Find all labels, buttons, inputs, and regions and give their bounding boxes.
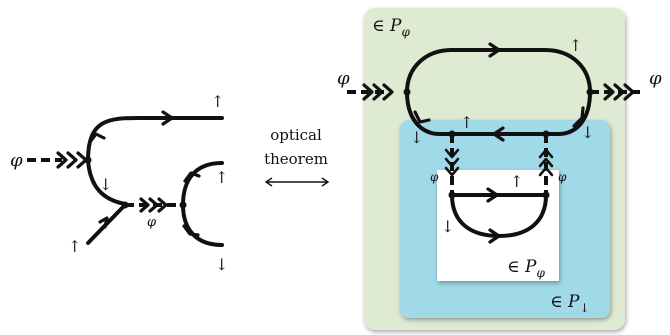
left-prop-chevron-3 bbox=[157, 197, 168, 213]
double-arrow-right-head bbox=[321, 177, 330, 187]
right-bottom-arrow-left bbox=[413, 110, 431, 124]
right-phi-out-chevron-3 bbox=[623, 83, 635, 101]
inner-box-label: ∈ Pφ bbox=[507, 257, 545, 280]
right-vprop-left-chevron-1 bbox=[444, 148, 460, 159]
left-arc-arrow-1 bbox=[183, 171, 201, 183]
right-bottom-arrow-mid bbox=[492, 126, 505, 142]
left-down-spin-1: ↓ bbox=[99, 175, 112, 194]
right-vprop-left-label: φ bbox=[430, 170, 439, 184]
left-arc-arrow-2 bbox=[182, 224, 200, 237]
theorem-text: theorem bbox=[264, 150, 328, 168]
right-top-up-spin: ↑ bbox=[569, 36, 582, 55]
right-vprop-left-chevron-2 bbox=[444, 157, 460, 168]
right-vprop-right-chevron-3 bbox=[538, 166, 554, 177]
right-phi-in-chevron-1 bbox=[362, 83, 374, 101]
left-upper-fermion-line bbox=[86, 116, 224, 162]
right-phi-in-label: φ bbox=[337, 68, 350, 89]
right-vprop-right-label: φ bbox=[558, 170, 567, 184]
left-feynman-diagram: φ ↑ ↓ ↑ φ ↑ ↓ bbox=[10, 92, 228, 274]
right-bottom-loop bbox=[405, 90, 592, 136]
right-right-down-spin: ↓ bbox=[581, 123, 594, 142]
right-inner-up-spin: ↑ bbox=[510, 172, 523, 191]
outer-box-label: ∈ Pφ bbox=[372, 16, 410, 39]
left-prop-chevron-1 bbox=[139, 197, 150, 213]
inner-region-box bbox=[437, 170, 559, 281]
left-incoming-arrow bbox=[98, 216, 109, 229]
left-phi-prop-label: φ bbox=[147, 215, 157, 230]
right-left-down-spin: ↓ bbox=[410, 128, 423, 147]
left-upper-arrow-1 bbox=[88, 132, 106, 144]
optical-text: optical bbox=[270, 126, 322, 144]
left-phi-chevrons bbox=[56, 151, 88, 169]
double-arrow-left-head bbox=[264, 177, 273, 187]
right-top-loop-arrow bbox=[488, 42, 501, 58]
right-inner-bottom-arrow bbox=[488, 228, 501, 244]
right-phi-in-chevron-2 bbox=[372, 83, 384, 101]
optical-theorem-label: optical theorem bbox=[264, 126, 330, 187]
left-right-fermion-arc bbox=[181, 161, 224, 247]
left-lower-fermion-line bbox=[86, 158, 127, 206]
right-phi-in-chevron-3 bbox=[382, 83, 394, 101]
left-down-spin-3: ↓ bbox=[215, 255, 228, 274]
left-up-spin-3: ↑ bbox=[215, 168, 228, 187]
right-phi-out-label: φ bbox=[649, 68, 662, 89]
left-up-spin-2: ↑ bbox=[68, 237, 81, 256]
right-inner-top-arrow bbox=[486, 187, 499, 203]
left-up-spin-1: ↑ bbox=[211, 92, 224, 111]
left-prop-chevron-2 bbox=[148, 197, 159, 213]
right-mid-up-spin: ↑ bbox=[460, 113, 473, 132]
right-bottom-arrow-right bbox=[572, 106, 585, 128]
right-vprop-left-chevron-3 bbox=[444, 166, 460, 177]
right-phi-out-chevron-2 bbox=[613, 83, 625, 101]
left-upper-arrow-2 bbox=[161, 110, 174, 126]
right-vprop-right-chevron-1 bbox=[538, 148, 554, 159]
right-inner-down-spin: ↓ bbox=[441, 217, 454, 236]
right-phi-out-chevron-1 bbox=[603, 83, 615, 101]
right-cut-diagram: ∈ Pφ ∈ Pφ ∈ P↓ φ φ ↑ ↓ ↑ ↓ bbox=[337, 8, 662, 330]
left-phi-label: φ bbox=[10, 150, 23, 171]
right-vprop-right-chevron-2 bbox=[538, 157, 554, 168]
